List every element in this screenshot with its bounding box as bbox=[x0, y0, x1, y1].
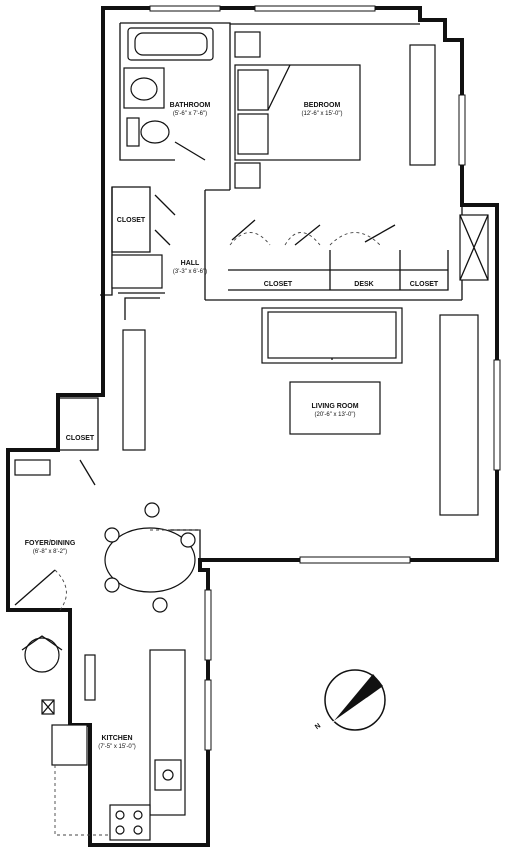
toilet-tank bbox=[126, 117, 140, 147]
label-desk: DESK bbox=[354, 281, 373, 288]
nightstand bbox=[234, 162, 261, 189]
dining-table bbox=[104, 527, 196, 593]
dims-hall: (3'-3" x 6'-6") bbox=[173, 269, 207, 275]
dims-foyer: (6'-8" x 8'-2") bbox=[33, 549, 67, 555]
toilet bbox=[140, 120, 170, 144]
label-closet-hall: CLOSET bbox=[117, 217, 146, 224]
label-closet-bed-left: CLOSET bbox=[264, 281, 293, 288]
label-bathroom: BATHROOM bbox=[170, 102, 211, 109]
bookcase bbox=[122, 329, 146, 451]
hall-details bbox=[14, 194, 176, 611]
sink bbox=[130, 77, 158, 101]
dims-kitchen: (7'-5" x 15'-0") bbox=[98, 744, 136, 750]
label-hall: HALL bbox=[181, 260, 200, 267]
compass-label: N bbox=[314, 722, 322, 731]
coffee-table bbox=[289, 381, 381, 435]
dims-bathroom: (5'-6" x 7'-6") bbox=[173, 111, 207, 117]
kitchen-fixtures bbox=[41, 649, 186, 841]
dresser bbox=[409, 44, 436, 166]
label-bedroom: BEDROOM bbox=[304, 102, 341, 109]
stove bbox=[109, 804, 151, 841]
room-labels: BATHROOM (5'-6" x 7'-6") BEDROOM (12'-6"… bbox=[25, 102, 439, 750]
label-kitchen: KITCHEN bbox=[101, 735, 132, 742]
nightstand bbox=[234, 31, 261, 58]
exterior-walls bbox=[6, 5, 501, 847]
dims-bedroom: (12'-6" x 15'-0") bbox=[302, 111, 343, 117]
dining-set bbox=[104, 502, 200, 613]
interior-walls bbox=[7, 22, 463, 610]
dims-living: (20'-6" x 13'-0") bbox=[315, 412, 356, 418]
bedroom-furniture bbox=[229, 31, 489, 281]
living-room-furniture bbox=[122, 307, 479, 516]
refrigerator bbox=[51, 724, 88, 766]
label-living: LIVING ROOM bbox=[311, 403, 358, 410]
label-foyer: FOYER/DINING bbox=[25, 540, 76, 547]
bathroom-fixtures bbox=[123, 27, 214, 161]
label-closet-bed-right: CLOSET bbox=[410, 281, 439, 288]
label-closet-foyer: CLOSET bbox=[66, 435, 95, 442]
north-arrow-icon: N bbox=[314, 669, 386, 731]
media-unit bbox=[439, 314, 479, 516]
entry-door bbox=[21, 635, 63, 673]
